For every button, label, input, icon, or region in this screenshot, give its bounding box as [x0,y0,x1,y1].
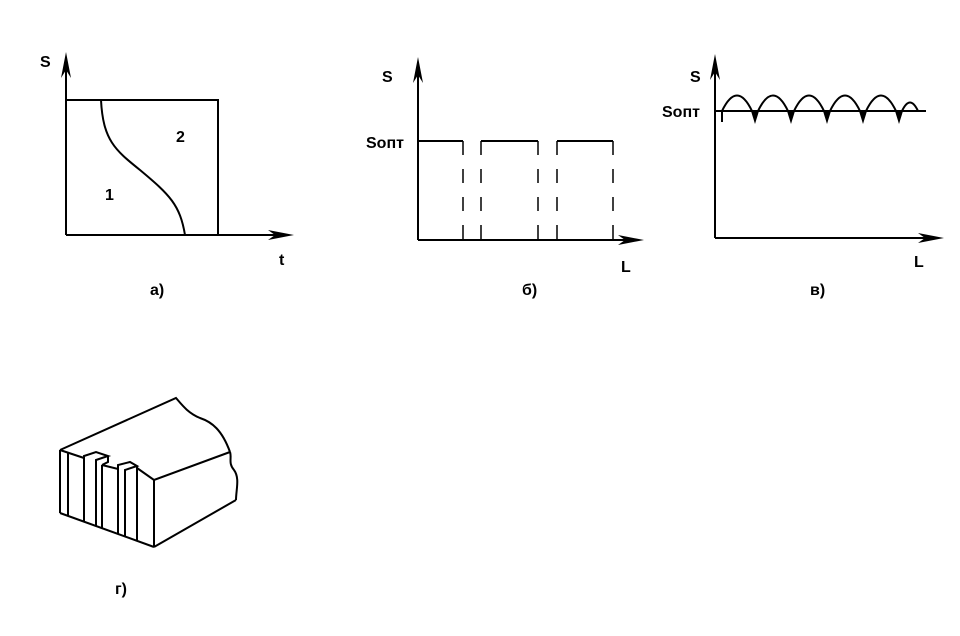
panel-g-front-top-edge [136,451,231,482]
panel-v-arc [757,94,789,112]
panel-v: S Sопт L в) [662,54,944,299]
panel-a: S t 1 2 а) [40,52,294,299]
panel-a-boundary-curve [100,99,186,236]
panel-g-break-edge [229,451,239,501]
panel-a-caption: а) [150,282,164,299]
panel-v-cusp [787,111,795,124]
panel-g-slot-2 [101,460,140,536]
panel-v-cusp [895,111,903,124]
panel-b-pulse-train [418,140,614,240]
panel-b-y-label: S [382,69,393,86]
panel-v-y-arrowhead [710,54,720,80]
panel-v-arc [829,94,861,112]
panel-v-arc [901,101,919,112]
panel-g-slot-1-inner [101,456,109,466]
panel-a-y-arrowhead [61,52,71,78]
panel-g: г) [59,396,239,598]
panel-a-x-arrowhead [268,230,294,240]
panel-b-level-label: Sопт [366,135,404,152]
panel-a-region-1-label: 1 [105,187,114,204]
panel-v-arc [865,94,897,112]
panel-v-arcs [721,94,919,112]
panel-b-x-label: L [621,259,631,276]
panel-b-x-arrowhead [618,235,644,245]
panel-g-top-left-edge [59,449,85,459]
panel-v-arc [721,94,753,112]
panel-v-x-label: L [914,254,924,271]
panel-g-caption: г) [115,581,127,598]
panel-v-level-label: Sопт [662,104,700,121]
panel-b-y-arrowhead [413,57,423,83]
panel-a-y-label: S [40,54,51,71]
panel-v-cusp [823,111,831,124]
panel-a-region-2-label: 2 [176,129,185,146]
panel-b: S Sопт L б) [366,57,644,299]
panel-v-x-arrowhead [918,233,944,243]
panel-b-caption: б) [522,282,537,299]
panel-v-caption: в) [810,282,825,299]
panel-g-right-bottom-edge [153,499,237,548]
panel-v-y-label: S [690,69,701,86]
panel-v-cusps [721,111,903,124]
panel-g-top-back-edge [59,396,231,453]
panel-g-slot-1 [83,450,112,526]
panel-g-block-drawing [59,396,239,548]
panel-a-x-label: t [279,252,285,269]
panel-a-box [66,99,219,235]
panel-g-front-bottom-edge [59,512,155,548]
panel-v-arc [793,94,825,112]
panel-v-cusp [751,111,759,124]
panel-v-cusp [859,111,867,124]
